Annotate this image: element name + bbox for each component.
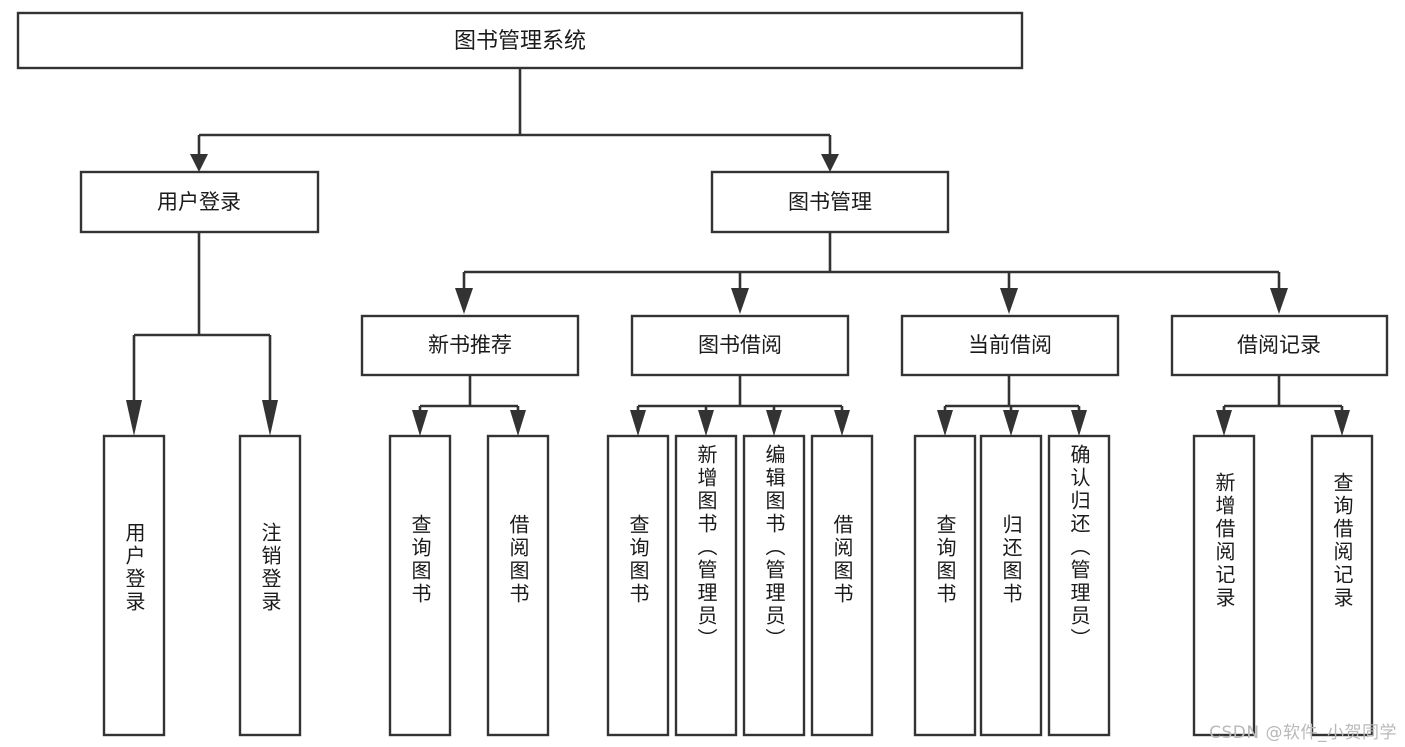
leaf-box-add-record[interactable] [1192, 434, 1256, 737]
arrow-head-book-borrow [731, 288, 749, 314]
node-borrow-record[interactable]: 借阅记录 [1170, 314, 1389, 377]
connector-group-borrow-record [1216, 375, 1350, 436]
arrow-head-book-management [821, 154, 839, 172]
connector-group-new-book-recommend [412, 375, 526, 436]
leaf-box-add-book[interactable] [674, 434, 738, 737]
connector-group-book-borrow [630, 375, 850, 436]
leaf-box-edit-book[interactable] [742, 434, 806, 737]
connector-group-user-login [126, 232, 278, 436]
node-new-book-recommend-box[interactable] [360, 314, 580, 377]
leaf-box-query-book-3[interactable] [913, 434, 977, 737]
node-borrow-record-box[interactable] [1170, 314, 1389, 377]
leaf-box-borrow-book-2[interactable] [810, 434, 874, 737]
arrow-head-borrow-record [1270, 288, 1288, 314]
arrow-head-leaf-return-book [1003, 410, 1019, 436]
node-book-management-box[interactable] [710, 170, 950, 234]
leaf-box-confirm-return[interactable] [1047, 434, 1111, 737]
node-book-borrow-box[interactable] [630, 314, 850, 377]
leaf-box-query-record[interactable] [1310, 434, 1374, 737]
node-user-login[interactable]: 用户登录 [79, 170, 320, 234]
node-root[interactable]: 图书管理系统 [16, 11, 1024, 70]
node-book-management[interactable]: 图书管理 [710, 170, 950, 234]
node-root-label: 图书管理系统 [454, 29, 586, 54]
leaf-box-logout-login[interactable] [238, 434, 302, 737]
arrow-head-new-book-recommend [455, 288, 473, 314]
arrow-head-leaf-query-book-1 [412, 410, 428, 436]
connector-group-current-borrow [937, 375, 1087, 436]
connector-group-book-management [455, 232, 1288, 314]
csdn-watermark: CSDN @软件_小贺同学 [1209, 723, 1397, 743]
arrow-head-leaf-confirm-return [1071, 410, 1087, 436]
node-new-book-recommend-label: 新书推荐 [428, 333, 512, 357]
arrow-head-leaf-query-book-3 [937, 410, 953, 436]
arrow-head-leaf-logout-login [262, 400, 278, 436]
arrow-head-user-login [190, 154, 208, 172]
leaf-box-query-book-1[interactable] [388, 434, 452, 737]
leaf-box-borrow-book-1[interactable] [486, 434, 550, 737]
arrow-head-leaf-add-book [698, 410, 714, 436]
node-current-borrow-label: 当前借阅 [968, 333, 1052, 357]
arrow-head-leaf-edit-book [766, 410, 782, 436]
node-user-login-box[interactable] [79, 170, 320, 234]
node-new-book-recommend[interactable]: 新书推荐 [360, 314, 580, 377]
leaf-box-query-book-2[interactable] [606, 434, 670, 737]
connector-group-root [190, 68, 839, 172]
arrow-head-leaf-borrow-book-2 [834, 410, 850, 436]
node-current-borrow[interactable]: 当前借阅 [900, 314, 1120, 377]
node-book-management-label: 图书管理 [788, 190, 872, 214]
arrow-head-leaf-user-login [126, 400, 142, 436]
node-root-box[interactable] [16, 11, 1024, 70]
arrow-head-leaf-borrow-book-1 [510, 410, 526, 436]
arrow-head-current-borrow [1000, 288, 1018, 314]
arrow-head-leaf-query-book-2 [630, 410, 646, 436]
node-borrow-record-label: 借阅记录 [1237, 333, 1321, 357]
leaf-boxes [102, 434, 1374, 737]
arrow-head-leaf-query-record [1334, 410, 1350, 436]
leaf-box-user-login[interactable] [102, 434, 166, 737]
node-book-borrow[interactable]: 图书借阅 [630, 314, 850, 377]
node-user-login-label: 用户登录 [157, 190, 241, 214]
arrow-head-leaf-add-record [1216, 410, 1232, 436]
node-current-borrow-box[interactable] [900, 314, 1120, 377]
leaf-box-return-book[interactable] [979, 434, 1043, 737]
node-book-borrow-label: 图书借阅 [698, 333, 782, 357]
